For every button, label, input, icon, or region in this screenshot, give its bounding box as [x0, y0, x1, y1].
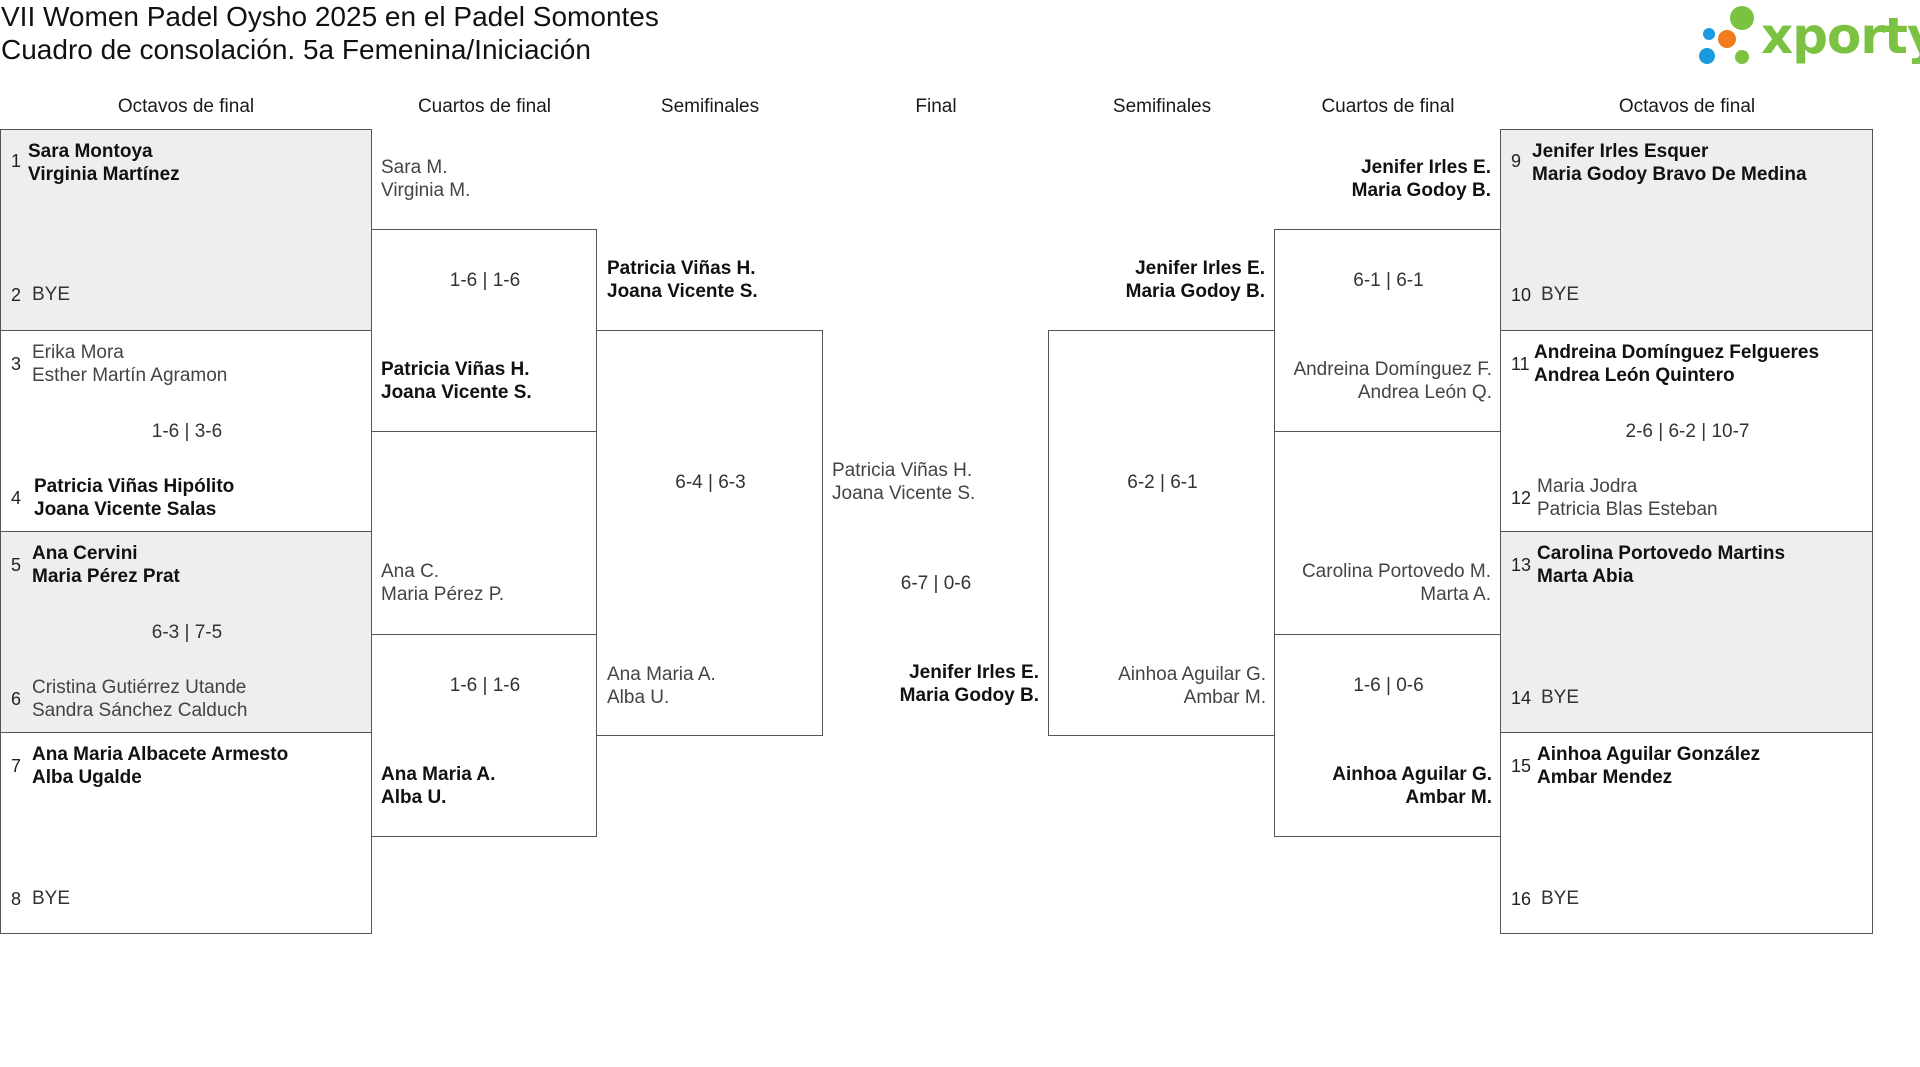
match-score: 2-6 | 6-2 | 10-7	[1625, 421, 1750, 442]
seed-number: 4	[11, 488, 22, 508]
col-header-right-sf: Semifinales	[1112, 96, 1212, 117]
logo-dot-blue-small	[1703, 28, 1715, 40]
match-score: 6-3 | 7-5	[151, 622, 223, 643]
seed-number: 15	[1511, 756, 1532, 776]
bye-label: BYE	[1541, 888, 1580, 909]
seed-number: 7	[11, 756, 22, 776]
bye-label: BYE	[1541, 284, 1580, 305]
match-qf-left-1: 1-6 | 1-6 Patricia Viñas H.Joana Vicente…	[371, 229, 597, 432]
match-qf-right-2: 1-6 | 0-6 Ainhoa Aguilar G.Ambar M.	[1274, 634, 1501, 837]
seed-number: 5	[11, 555, 22, 575]
col-header-left-sf: Semifinales	[660, 96, 760, 117]
match-score: 1-6 | 3-6	[151, 421, 223, 442]
col-header-right-qf: Cuartos de final	[1321, 96, 1455, 117]
team-name: Patricia Viñas H.Joana Vicente S.	[381, 359, 532, 403]
seed-number: 1	[11, 151, 22, 171]
qf-left-1-top-team: Sara M.Virginia M.	[381, 157, 471, 201]
page-title: VII Women Padel Oysho 2025 en el Padel S…	[1, 1, 659, 32]
logo-dot-blue	[1699, 48, 1715, 64]
bye-label: BYE	[1541, 687, 1580, 708]
match-score: 1-6 | 1-6	[449, 675, 521, 696]
seed-number: 12	[1511, 488, 1532, 508]
match-qf-right-1: 6-1 | 6-1 Andreina Domínguez F.Andrea Le…	[1274, 229, 1501, 432]
seed-number: 9	[1511, 151, 1522, 171]
col-header-left-qf: Cuartos de final	[417, 96, 552, 117]
col-header-left-r16: Octavos de final	[117, 96, 255, 117]
qf-right-1-top-team: Jenifer Irles E.Maria Godoy B.	[1351, 157, 1491, 201]
logo-text: xporty	[1761, 7, 1920, 65]
team-name: Ana Maria A.Alba U.	[607, 664, 716, 708]
team-name: Ainhoa Aguilar G.Ambar M.	[1118, 664, 1266, 708]
team-name: Andreina Domínguez F.Andrea León Q.	[1293, 359, 1492, 403]
seed-number: 3	[11, 354, 22, 374]
seed-number: 13	[1511, 555, 1532, 575]
match-score: 6-1 | 6-1	[1353, 270, 1424, 291]
col-header-right-r16: Octavos de final	[1618, 96, 1756, 117]
seed-number: 16	[1511, 889, 1532, 909]
team-name: Ana Maria A.Alba U.	[381, 764, 496, 808]
final-bottom-team: Jenifer Irles E.Maria Godoy B.	[899, 662, 1039, 706]
bye-label: BYE	[32, 284, 71, 305]
logo-dot-orange	[1718, 30, 1736, 48]
match-qf-left-2: 1-6 | 1-6 Ana Maria A.Alba U.	[371, 634, 597, 837]
seed-number: 2	[11, 285, 22, 305]
qf-right-2-top-team: Carolina Portovedo M.Marta A.	[1301, 561, 1491, 605]
match-score: 1-6 | 0-6	[1353, 675, 1424, 696]
sf-left-top-team: Patricia Viñas H.Joana Vicente S.	[607, 258, 758, 302]
logo-dot-green	[1730, 6, 1754, 30]
seed-number: 11	[1511, 354, 1530, 374]
seed-number: 6	[11, 689, 22, 709]
team-name: Ainhoa Aguilar G.Ambar M.	[1332, 764, 1492, 808]
final-score: 6-7 | 0-6	[900, 573, 972, 594]
seed-number: 8	[11, 889, 22, 909]
seed-number: 10	[1511, 285, 1532, 305]
page-subtitle: Cuadro de consolación. 5a Femenina/Inici…	[1, 34, 591, 65]
logo-dot-green-small	[1735, 50, 1749, 64]
match-sf-right: 6-2 | 6-1 Ainhoa Aguilar G.Ambar M.	[1048, 330, 1275, 736]
xporty-logo[interactable]: xporty	[1695, 2, 1920, 70]
match-score: 6-2 | 6-1	[1127, 472, 1198, 493]
col-header-final: Final	[915, 96, 957, 117]
match-score: 6-4 | 6-3	[675, 472, 746, 493]
match-score: 1-6 | 1-6	[449, 270, 521, 291]
match-sf-left: 6-4 | 6-3 Ana Maria A.Alba U.	[596, 330, 823, 736]
qf-left-2-top-team: Ana C.Maria Pérez P.	[381, 561, 505, 605]
seed-number: 14	[1511, 688, 1532, 708]
final-top-team: Patricia Viñas H.Joana Vicente S.	[832, 460, 976, 504]
sf-right-top-team: Jenifer Irles E.Maria Godoy B.	[1125, 258, 1265, 302]
bye-label: BYE	[32, 888, 71, 909]
